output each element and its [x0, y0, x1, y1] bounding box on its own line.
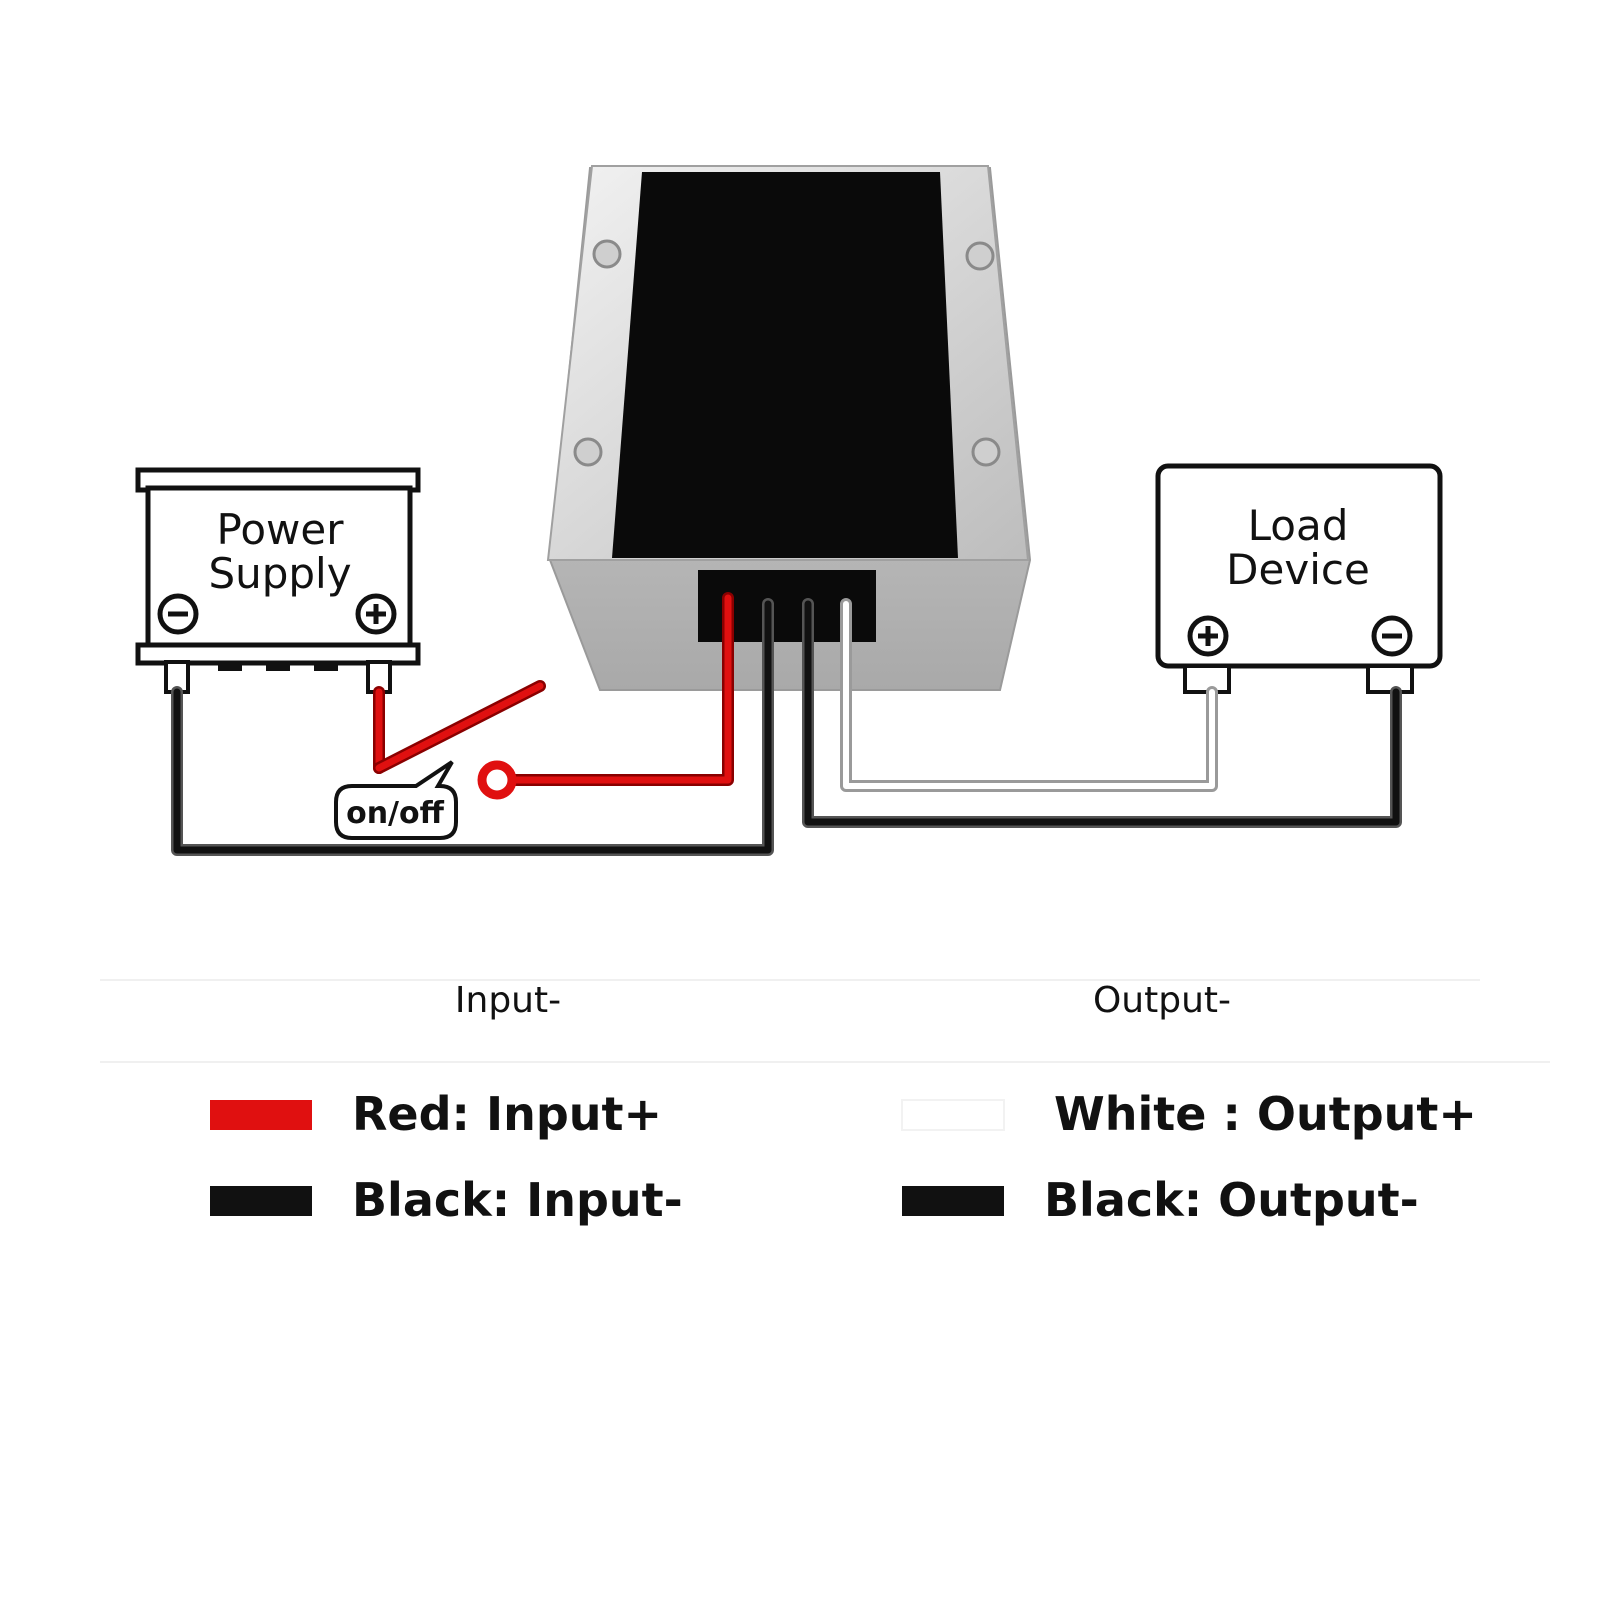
- switch-lever: [375, 682, 544, 772]
- legend-swatch-white: [901, 1099, 1005, 1131]
- load-negative-terminal: [1366, 664, 1414, 694]
- wire-black-output: [804, 600, 1400, 826]
- wires: [171, 592, 1402, 856]
- module-black-body: [612, 172, 958, 558]
- switch-label: on/off: [346, 796, 445, 831]
- supply-vent: [266, 663, 290, 671]
- wire-black-input: [173, 600, 772, 854]
- switch-callout: on/off: [334, 760, 458, 840]
- converter-module: [546, 165, 1032, 691]
- supply-vent: [314, 663, 338, 671]
- legend: Red: Input+ Black: Input- White : Output…: [210, 1087, 1477, 1227]
- output-header: Output-: [1093, 980, 1231, 1021]
- mounting-hole: [573, 437, 603, 467]
- input-header: Input-: [455, 980, 561, 1021]
- load-device: Load Device: [1155, 463, 1443, 694]
- legend-white-label: White : Output+: [1054, 1087, 1477, 1141]
- legend-red-label: Red: Input+: [352, 1087, 662, 1141]
- switch-contact-icon: [477, 760, 517, 800]
- load-label-line1: Load: [1248, 501, 1349, 550]
- supply-label-line1: Power: [217, 505, 345, 554]
- supply-vent: [218, 663, 242, 671]
- legend-swatch-black-output: [902, 1186, 1004, 1216]
- supply-label-line2: Supply: [208, 549, 351, 598]
- legend-black-input-label: Black: Input-: [352, 1173, 683, 1227]
- load-label-line2: Device: [1226, 545, 1370, 594]
- mounting-hole: [592, 239, 622, 269]
- load-body: [1155, 463, 1443, 669]
- wire-white-output: [843, 601, 1215, 789]
- legend-swatch-black-input: [210, 1186, 312, 1216]
- legend-black-output-label: Black: Output-: [1044, 1173, 1419, 1227]
- legend-swatch-red: [210, 1100, 312, 1130]
- wire-red-input: [511, 594, 732, 784]
- callout-bubble: [334, 760, 458, 840]
- mounting-hole: [965, 241, 995, 271]
- load-positive-terminal: [1183, 664, 1231, 694]
- power-supply: Power Supply: [135, 467, 421, 694]
- mounting-hole: [971, 437, 1001, 467]
